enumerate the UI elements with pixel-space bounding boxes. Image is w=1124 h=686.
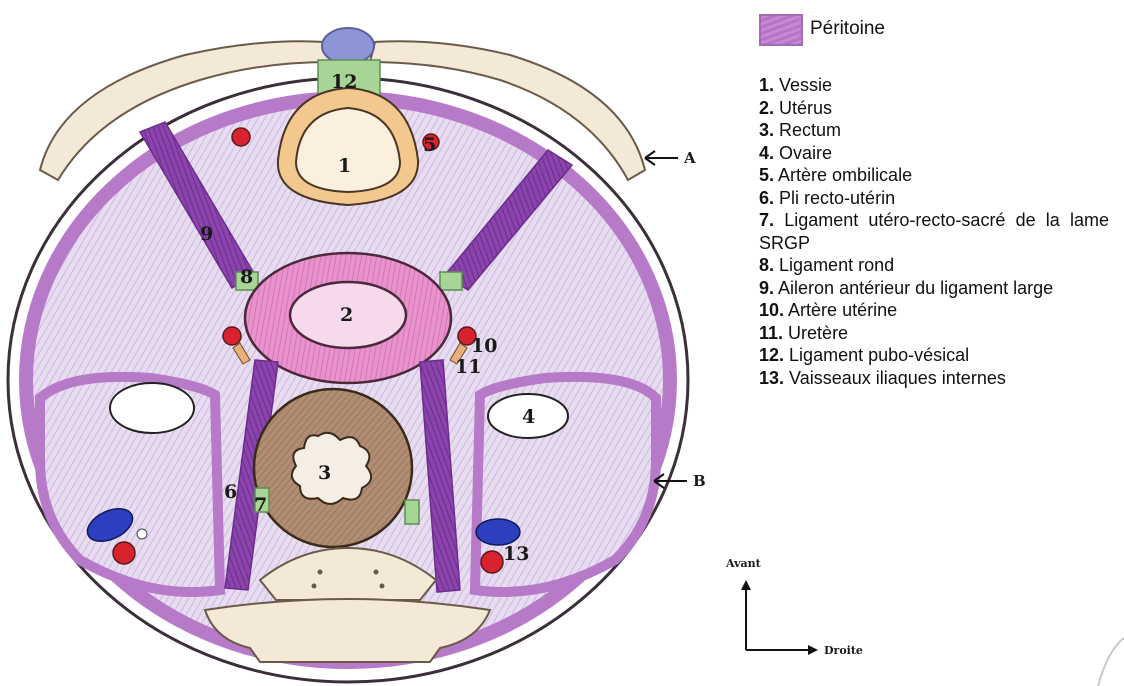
legend-item: 13. Vaisseaux iliaques internes (759, 367, 1109, 390)
legend-item: 9. Aileron antérieur du ligament large (759, 277, 1109, 300)
legend-item-label: Ligament rond (779, 255, 894, 275)
legend-item: 10. Artère utérine (759, 299, 1109, 322)
legend-item-number: 12. (759, 345, 784, 365)
left-internal-iliac-artery (113, 542, 135, 564)
legend-item-label: Vessie (779, 75, 832, 95)
label-broad-ligament-wing: 9 (200, 223, 213, 245)
legend-item-label: Ovaire (779, 143, 832, 163)
label-rectum: 3 (318, 462, 331, 484)
right-round-ligament (440, 272, 462, 290)
label-uterine-artery: 10 (471, 335, 497, 357)
legend-item-label: Uretère (788, 323, 848, 343)
peritoneum-legend-label: Péritoine (810, 18, 885, 40)
legend-item-label: Artère ombilicale (778, 165, 912, 185)
arrow-b-label: B (693, 472, 706, 490)
left-uterine-artery (223, 327, 241, 345)
legend-item: 1. Vessie (759, 74, 1109, 97)
label-umbilical-artery: 5 (423, 134, 436, 156)
legend-item: 2. Utérus (759, 97, 1109, 120)
legend-item-label: Ligament utéro-recto-sacré de la lame SR… (759, 210, 1109, 253)
right-internal-iliac-vein (476, 519, 520, 545)
label-pubo-vesical-ligament: 12 (331, 71, 357, 93)
legend-item-number: 13. (759, 368, 784, 388)
label-utero-recto-sacral-ligament: 7 (254, 494, 267, 516)
sacral-dot (318, 570, 323, 575)
label-uterus: 2 (340, 304, 353, 326)
orientation-right-arrowhead (808, 645, 818, 655)
legend-item-label: Vaisseaux iliaques internes (789, 368, 1006, 388)
structure-legend-list: 1. Vessie 2. Utérus 3. Rectum 4. Ovaire … (759, 74, 1109, 389)
peritoneum-legend-swatch (759, 14, 803, 46)
orientation-up-arrowhead (741, 580, 751, 590)
sacral-dot (380, 584, 385, 589)
legend-item-number: 5. (759, 165, 774, 185)
left-umbilical-artery (232, 128, 250, 146)
legend-item-label: Artère utérine (788, 300, 897, 320)
legend-item: 7. Ligament utéro-recto-sacré de la lame… (759, 209, 1109, 254)
legend-item: 12. Ligament pubo-vésical (759, 344, 1109, 367)
left-small-vessel (137, 529, 147, 539)
sacral-dot (312, 584, 317, 589)
legend-item-label: Ligament pubo-vésical (789, 345, 969, 365)
legend-item-number: 2. (759, 98, 774, 118)
sacral-dot (374, 570, 379, 575)
legend-item: 11. Uretère (759, 322, 1109, 345)
legend-item-number: 9. (759, 278, 774, 298)
right-internal-iliac-artery (481, 551, 503, 573)
legend-item-number: 1. (759, 75, 774, 95)
left-ovary (110, 383, 194, 433)
legend-item: 4. Ovaire (759, 142, 1109, 165)
legend-item-number: 4. (759, 143, 774, 163)
legend-item-number: 7. (759, 210, 774, 230)
legend-item-number: 6. (759, 188, 774, 208)
right-utero-recto-sacral-ligament (405, 500, 419, 524)
label-recto-uterine-fold: 6 (224, 481, 237, 503)
legend-item: 8. Ligament rond (759, 254, 1109, 277)
legend-item-number: 8. (759, 255, 774, 275)
legend-item-number: 11. (759, 323, 783, 343)
orientation-right-label: Droite (824, 644, 863, 657)
label-ovary: 4 (522, 406, 535, 428)
pubic-symphysis (322, 28, 374, 64)
legend-item-number: 3. (759, 120, 774, 140)
legend-item: 6. Pli recto-utérin (759, 187, 1109, 210)
legend-item: 5. Artère ombilicale (759, 164, 1109, 187)
legend-item-label: Aileron antérieur du ligament large (778, 278, 1053, 298)
corner-mark (1098, 638, 1124, 686)
legend-item-number: 10. (759, 300, 784, 320)
legend-item-label: Rectum (779, 120, 841, 140)
label-round-ligament: 8 (240, 266, 253, 288)
legend-item-label: Utérus (779, 98, 832, 118)
label-iliac-vessels: 13 (503, 543, 529, 565)
legend-item: 3. Rectum (759, 119, 1109, 142)
legend-item-label: Pli recto-utérin (779, 188, 895, 208)
orientation-up-label: Avant (725, 557, 762, 570)
arrow-a-label: A (683, 149, 696, 167)
label-bladder: 1 (338, 155, 351, 177)
label-ureter: 11 (455, 356, 481, 378)
